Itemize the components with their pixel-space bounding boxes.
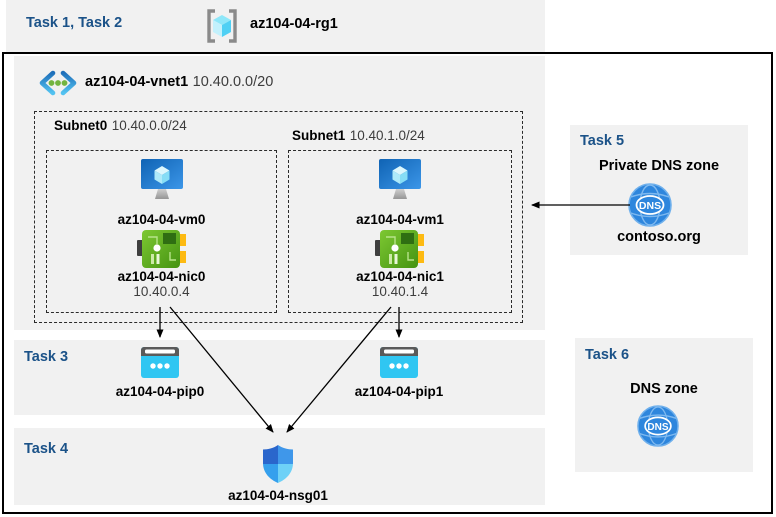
subnet0-box: az104-04-vm0 az104-04-nic0 10.40.0.4 [46, 150, 277, 313]
subnet0-cidr: 10.40.0.0/24 [111, 118, 187, 133]
pip0-name: az104-04-pip0 [115, 384, 205, 399]
dns-icon-text: DNS [647, 422, 668, 433]
vnet-title: az104-04-vnet1 10.40.0.0/20 [85, 73, 273, 91]
private-dns-zone-icon: DNS [628, 183, 672, 227]
vm1-virtual-machine-icon [377, 158, 423, 203]
vm0-virtual-machine-icon [139, 158, 185, 203]
pip0-public-ip-icon [141, 347, 179, 378]
task-4-label: Task 4 [24, 441, 69, 457]
vm1-name: az104-04-vm1 [356, 212, 444, 227]
resource-group-icon [202, 6, 242, 46]
private-dns-zone-name: contoso.org [617, 229, 701, 245]
subnet1-title: Subnet1 10.40.1.0/24 [292, 127, 425, 145]
subnet0-title: Subnet0 10.40.0.0/24 [54, 117, 187, 135]
nsg-name: az104-04-nsg01 [228, 488, 328, 503]
dns-zone-title: DNS zone [630, 381, 698, 397]
nic0-ip: 10.40.0.4 [133, 284, 190, 299]
nic1-name: az104-04-nic1 [356, 269, 444, 284]
task-1-2-label: Task 1, Task 2 [26, 15, 123, 31]
task-6-label: Task 6 [585, 347, 630, 363]
task-6-panel: Task 6 DNS zone DNS [575, 338, 753, 472]
subnet0-name: Subnet0 [54, 118, 108, 133]
nic1-ip: 10.40.1.4 [371, 284, 429, 299]
vnet-cidr: 10.40.0.0/20 [192, 74, 274, 90]
virtual-network-icon [37, 70, 79, 96]
private-dns-zone-title: Private DNS zone [598, 158, 720, 174]
task-5-label: Task 5 [580, 133, 625, 149]
vnet-panel [14, 56, 545, 330]
subnet1-cidr: 10.40.1.0/24 [349, 128, 425, 143]
subnet1-box: az104-04-vm1 az104-04-nic1 10.40.1.4 [288, 150, 512, 313]
vnet-name: az104-04-vnet1 [85, 74, 189, 90]
nic1-network-interface-icon [375, 230, 425, 268]
subnets-group-box [34, 111, 523, 323]
task-5-panel: Task 5 Private DNS zone DNS contoso.org [570, 125, 748, 255]
subnet1-name: Subnet1 [292, 128, 346, 143]
dns-icon-text: DNS [639, 200, 661, 212]
task-3-panel: Task 3 [14, 340, 545, 415]
vm0-name: az104-04-vm0 [117, 212, 206, 227]
nic0-name: az104-04-nic0 [117, 269, 206, 284]
task-3-label: Task 3 [24, 349, 69, 365]
diagram-frame [2, 52, 773, 514]
nic0-network-interface-icon [136, 230, 187, 268]
task-1-2-panel: Task 1, Task 2 az104-04-rg1 [6, 0, 545, 52]
nsg-shield-icon [263, 445, 293, 483]
resource-group-name: az104-04-rg1 [250, 16, 338, 32]
pip1-public-ip-icon [380, 347, 418, 378]
pip1-name: az104-04-pip1 [354, 384, 444, 399]
dns-zone-icon: DNS [637, 405, 679, 447]
